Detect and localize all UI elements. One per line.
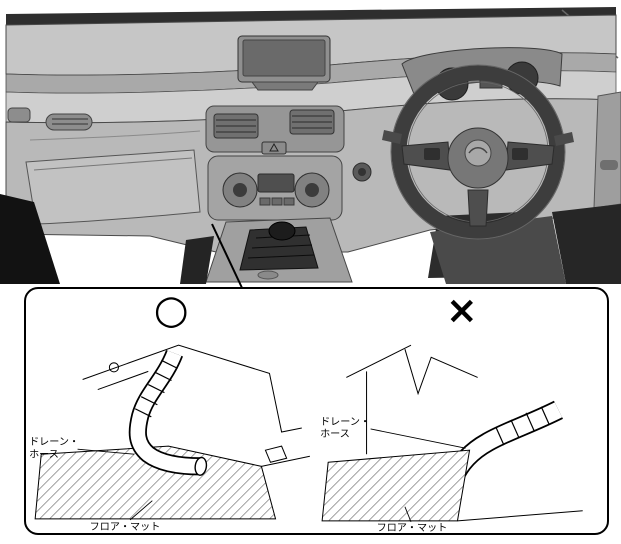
- drain-hose-leader-line: [370, 428, 466, 449]
- climate-controls: [207, 155, 343, 221]
- floor-mat-hatched: [34, 445, 277, 520]
- detail-callout-box: ○: [24, 287, 609, 535]
- center-vent-right: [289, 109, 335, 135]
- start-button: [352, 162, 372, 182]
- fastener-icon: [109, 362, 120, 373]
- dashboard-interior-illustration: [0, 7, 621, 291]
- center-stack: [205, 105, 353, 283]
- floor-mat-label: フロア・マット: [90, 522, 161, 533]
- dash-underside-lines: [345, 344, 478, 455]
- hose-ribs: [135, 359, 179, 418]
- glove-box: [25, 149, 201, 225]
- door-panel-right: [593, 91, 621, 209]
- floor-mat-leader-line: [130, 500, 153, 521]
- door-handle: [600, 160, 618, 170]
- drain-hose-on-mat: [128, 349, 208, 476]
- climate-display: [257, 173, 295, 193]
- steering-wheel: [382, 64, 574, 240]
- drain-hose-label: ドレーン・ ホース: [320, 417, 373, 440]
- correct-example-panel: ○: [26, 289, 317, 533]
- incorrect-labels: ドレーン・ ホース フロア・マット: [320, 417, 466, 533]
- floor-mat-leader-line: [404, 506, 412, 523]
- drain-hose-label: ドレーン・ ホース: [29, 437, 82, 460]
- shift-knob: [268, 221, 296, 241]
- floor-mat-label: フロア・マット: [376, 523, 447, 533]
- correct-installation-diagram: ドレーン・ ホース フロア・マット: [29, 344, 311, 533]
- left-air-vents: [7, 107, 93, 131]
- stalk-right: [554, 132, 574, 146]
- wheel-button-right: [512, 148, 528, 160]
- incorrect-example-panel: ×: [317, 289, 608, 533]
- floor-edge-line: [261, 455, 311, 467]
- brand-emblem-icon: [464, 139, 492, 167]
- floor-mat-hatched: [321, 449, 470, 522]
- callout-leader-line: [211, 223, 244, 291]
- drain-hose-label-line2: ホース: [320, 428, 350, 440]
- footwell-shadows: [0, 194, 621, 284]
- correct-labels: ドレーン・ ホース フロア・マット: [29, 437, 160, 533]
- correct-symbol: ○: [153, 287, 189, 333]
- hazard-button: [261, 141, 287, 155]
- center-vent-left: [213, 113, 259, 139]
- hose-ribs: [495, 406, 550, 446]
- incorrect-symbol: ×: [445, 288, 478, 332]
- drain-hose-label-line2: ホース: [29, 448, 59, 460]
- floor-edge-line: [457, 510, 583, 522]
- drain-hose-label-line1: ドレーン・: [320, 417, 370, 428]
- wheel-button-left: [424, 148, 440, 160]
- stalk-left: [382, 130, 402, 144]
- hose-opening: [194, 456, 208, 476]
- drain-hose-leader-line: [77, 448, 135, 455]
- center-display: [237, 35, 331, 91]
- incorrect-installation-diagram: ドレーン・ ホース フロア・マット: [320, 344, 583, 533]
- gear-shifter: [205, 217, 353, 283]
- floor-clip: [264, 445, 288, 463]
- drain-hose-label-line1: ドレーン・: [29, 437, 79, 448]
- dash-underside-lines: [82, 344, 303, 433]
